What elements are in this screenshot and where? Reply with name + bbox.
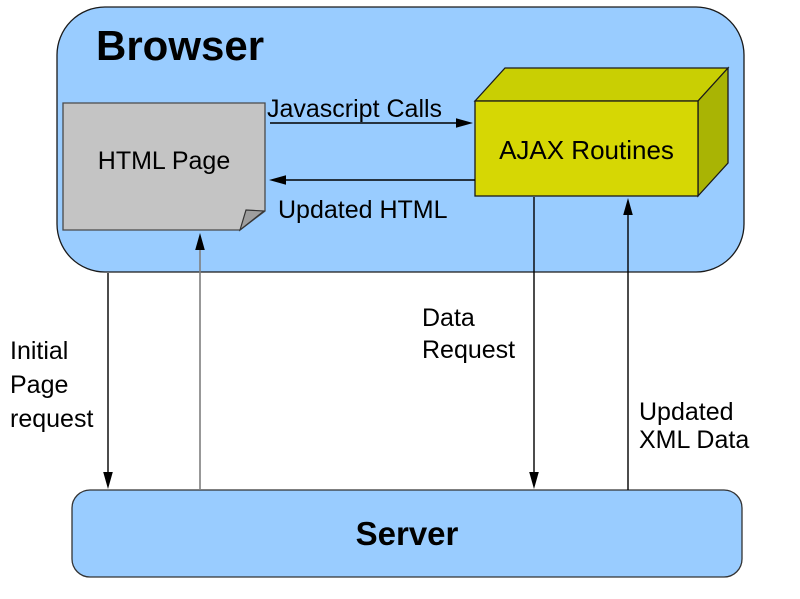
- ajax-routines-label: AJAX Routines: [499, 135, 674, 165]
- server-title: Server: [355, 515, 459, 552]
- data-request-label: Data Request: [422, 302, 515, 366]
- initial-page-request-line3: request: [10, 405, 94, 433]
- arrow-updated-html-head: [269, 175, 286, 185]
- html-page-label: HTML Page: [97, 147, 231, 175]
- arrow-javascript-calls-head: [456, 118, 473, 128]
- updated-xml-data-label: Updated XML Data: [639, 398, 749, 454]
- arrow-data-request-head: [529, 472, 539, 489]
- data-request-line2: Request: [422, 336, 516, 364]
- arrow-initial-page-request-head: [103, 472, 113, 489]
- html-page-fold-corner: [238, 209, 266, 232]
- ajax-box-front-face: [474, 100, 699, 197]
- initial-page-request-label: Initial Page request: [10, 334, 93, 436]
- browser-title: Browser: [96, 22, 265, 69]
- ajax-box-top-face: [473, 67, 730, 102]
- server-container-box: [71, 489, 743, 578]
- arrow-updated-xml-data-head: [623, 198, 633, 215]
- updated-xml-data-line2: XML Data: [639, 426, 750, 454]
- data-request-line1: Data: [422, 304, 475, 332]
- arrow-server-to-html-page-head: [195, 233, 205, 250]
- initial-page-request-line1: Initial: [10, 337, 69, 365]
- updated-html-label: Updated HTML: [278, 196, 448, 224]
- initial-page-request-line2: Page: [10, 371, 69, 399]
- javascript-calls-label: Javascript Calls: [267, 95, 443, 123]
- updated-xml-data-line1: Updated: [639, 398, 734, 426]
